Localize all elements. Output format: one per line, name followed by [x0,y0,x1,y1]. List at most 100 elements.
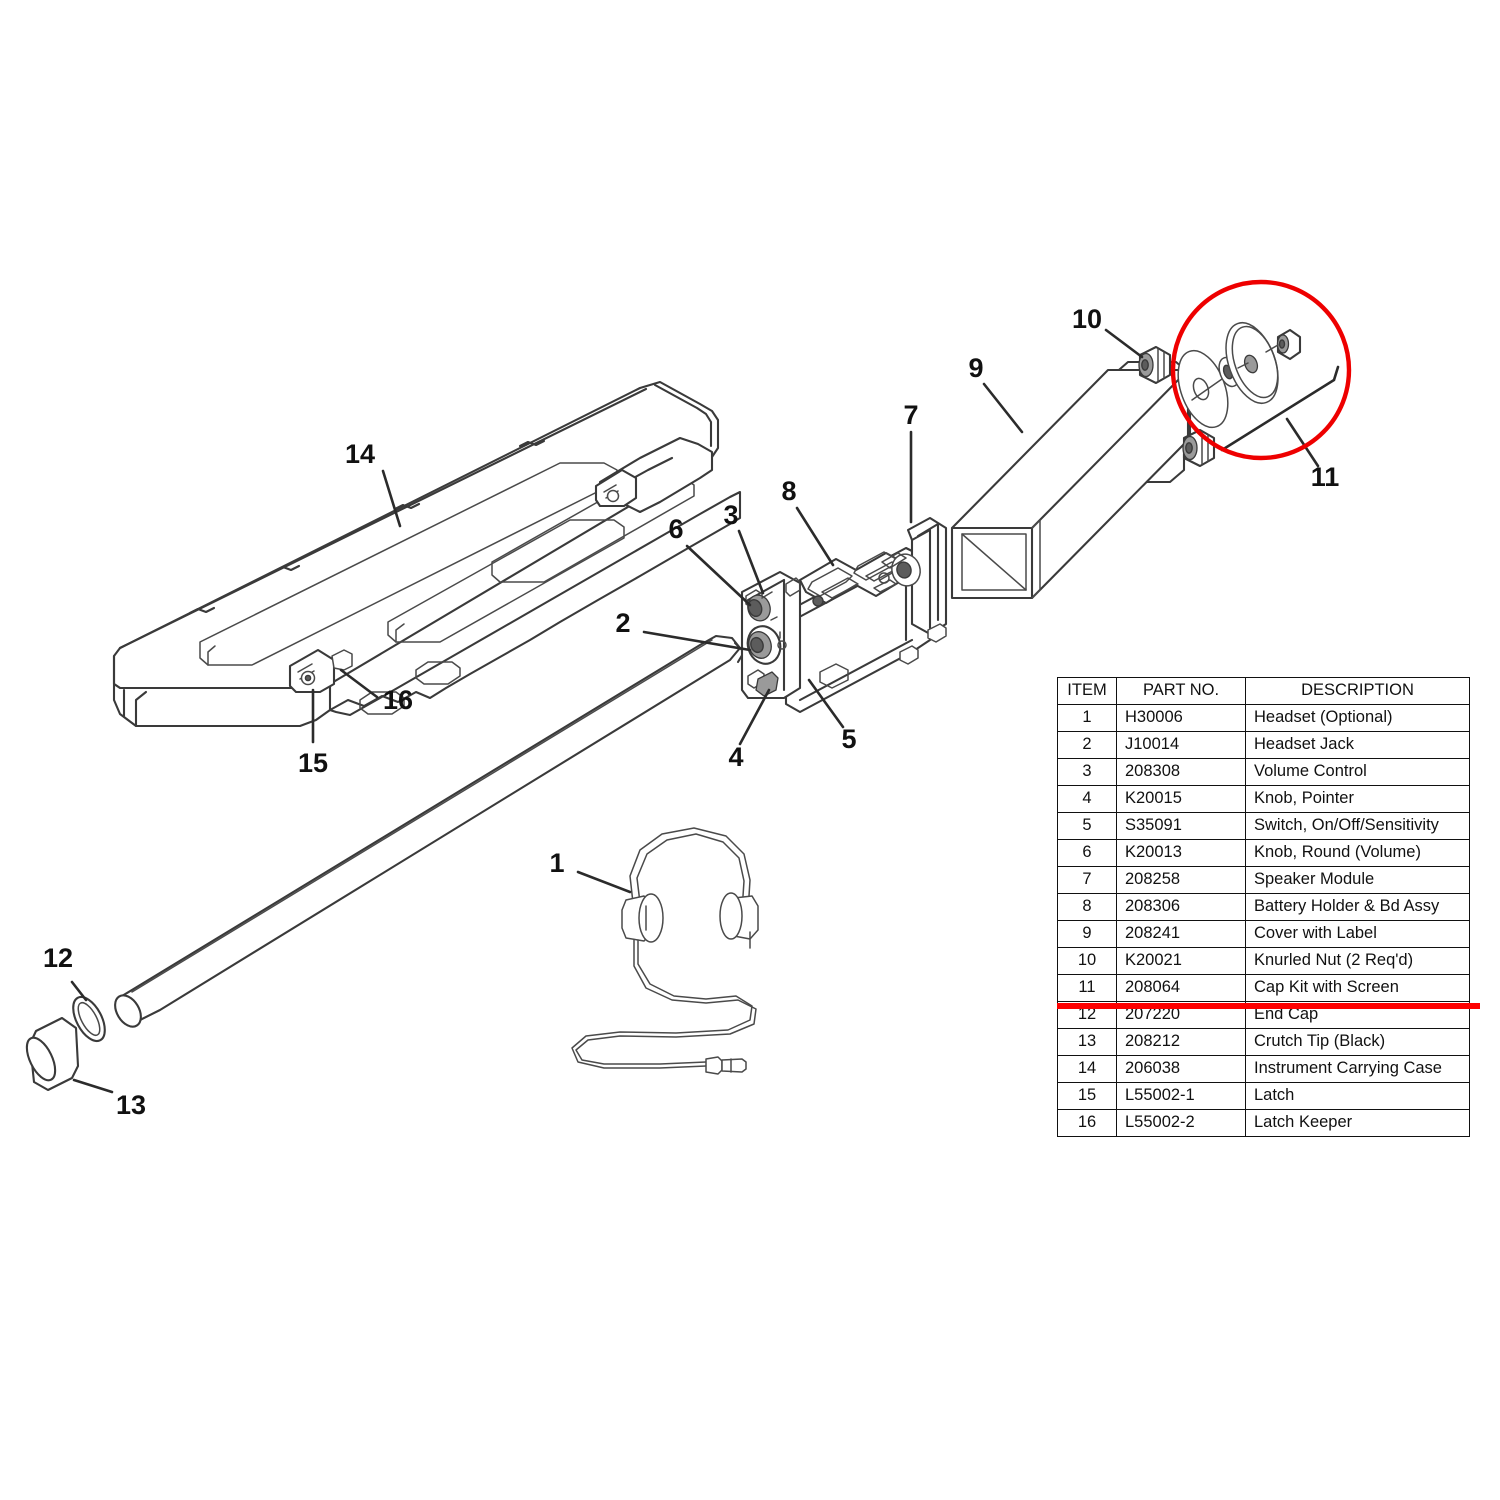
cell-part-no: 208306 [1116,893,1246,921]
table-row: 16 L55002-2 Latch Keeper [1057,1109,1470,1137]
cell-item: 16 [1057,1109,1117,1137]
column-header-description: DESCRIPTION [1245,677,1470,705]
cell-part-no: 208308 [1116,758,1246,786]
cell-item: 6 [1057,839,1117,867]
cell-description: Latch [1245,1082,1470,1110]
cell-item: 9 [1057,920,1117,948]
cell-part-no: 208064 [1116,974,1246,1002]
callout-leader-10 [1104,328,1144,359]
table-row: 2 J10014 Headset Jack [1057,731,1470,759]
cell-description: Crutch Tip (Black) [1245,1028,1470,1056]
callout-leader-13 [72,1078,114,1094]
part-end-cap [72,995,106,1043]
callout-label-8: 8 [781,476,796,506]
cell-part-no: S35091 [1116,812,1246,840]
part-knurled-nut-upper [1138,345,1172,385]
cell-item: 2 [1057,731,1117,759]
parts-table-body: 1 H30006 Headset (Optional) 2 J10014 Hea… [1057,704,1470,1137]
callout-label-6: 6 [668,514,683,544]
cell-description: Cap Kit with Screen [1245,974,1470,1002]
table-row: 9 208241 Cover with Label [1057,920,1470,948]
cell-description: Switch, On/Off/Sensitivity [1245,812,1470,840]
table-row: 14 206038 Instrument Carrying Case [1057,1055,1470,1083]
cell-part-no: K20013 [1116,839,1246,867]
table-header-row: ITEM PART NO. DESCRIPTION [1057,677,1470,705]
cell-item: 11 [1057,974,1117,1002]
callout-leader-14 [381,469,402,528]
cell-item: 5 [1057,812,1117,840]
callout-leader-9 [982,382,1024,434]
callout-label-7: 7 [903,400,918,430]
part-cover-with-label [950,360,1192,600]
part-cap-kit-with-screen [1177,322,1302,429]
callout-label-9: 9 [968,353,983,383]
cell-description: Battery Holder & Bd Assy [1245,893,1470,921]
table-row: 6 K20013 Knob, Round (Volume) [1057,839,1470,867]
cell-item: 13 [1057,1028,1117,1056]
callout-label-11: 11 [1311,462,1340,492]
callout-leader-6 [685,544,752,607]
callout-leader-2 [642,630,752,652]
cap-kit-row-marker [1057,1003,1480,1009]
cell-item: 3 [1057,758,1117,786]
cell-description: Instrument Carrying Case [1245,1055,1470,1083]
callout-leader-8 [795,506,835,567]
cell-part-no: L55002-1 [1116,1082,1246,1110]
table-row: 13 208212 Crutch Tip (Black) [1057,1028,1470,1056]
table-row: 8 208306 Battery Holder & Bd Assy [1057,893,1470,921]
callout-label-10: 10 [1072,304,1102,334]
table-row-highlighted: 11 208064 Cap Kit with Screen [1057,974,1470,1002]
cell-description: Cover with Label [1245,920,1470,948]
callout-leader-12 [70,980,88,1002]
cell-description: Volume Control [1245,758,1470,786]
callout-label-13: 13 [116,1090,146,1120]
cell-item: 10 [1057,947,1117,975]
cell-part-no: K20015 [1116,785,1246,813]
callout-label-3: 3 [723,500,738,530]
callout-leader-5 [807,678,845,729]
callout-leader-3 [737,529,765,595]
callout-label-4: 4 [728,742,743,772]
callout-label-14: 14 [345,439,375,469]
table-row: 7 208258 Speaker Module [1057,866,1470,894]
callout-leader-11 [1220,365,1340,468]
callout-label-16: 16 [383,685,413,715]
cell-description: Headset (Optional) [1245,704,1470,732]
callout-label-5: 5 [841,724,856,754]
part-headset [571,827,759,1075]
callout-label-15: 15 [298,748,328,778]
cell-description: Knurled Nut (2 Req'd) [1245,947,1470,975]
callout-leader-16 [339,668,379,699]
cell-description: Speaker Module [1245,866,1470,894]
callout-label-12: 12 [43,943,73,973]
cell-part-no: K20021 [1116,947,1246,975]
cell-item: 15 [1057,1082,1117,1110]
table-row: 3 208308 Volume Control [1057,758,1470,786]
cell-part-no: J10014 [1116,731,1246,759]
cell-item: 1 [1057,704,1117,732]
cell-part-no: 208241 [1116,920,1246,948]
cell-item: 4 [1057,785,1117,813]
callout-leader-4 [738,688,771,746]
table-row: 1 H30006 Headset (Optional) [1057,704,1470,732]
table-row: 4 K20015 Knob, Pointer [1057,785,1470,813]
cell-description: Knob, Pointer [1245,785,1470,813]
cell-part-no: 208258 [1116,866,1246,894]
table-row: 5 S35091 Switch, On/Off/Sensitivity [1057,812,1470,840]
cell-item: 7 [1057,866,1117,894]
cell-part-no: L55002-2 [1116,1109,1246,1137]
cell-part-no: 208212 [1116,1028,1246,1056]
column-header-item: ITEM [1057,677,1117,705]
cell-part-no: 206038 [1116,1055,1246,1083]
table-row: 15 L55002-1 Latch [1057,1082,1470,1110]
cell-description: Knob, Round (Volume) [1245,839,1470,867]
callout-label-2: 2 [615,608,630,638]
part-crutch-tip [25,1016,80,1092]
part-knurled-nut-lower [1182,428,1216,468]
cap-kit-highlight-circle [1170,279,1352,461]
column-header-part-no: PART NO. [1116,677,1246,705]
part-instrument-carrying-case [112,380,742,728]
callout-label-1: 1 [549,848,564,878]
